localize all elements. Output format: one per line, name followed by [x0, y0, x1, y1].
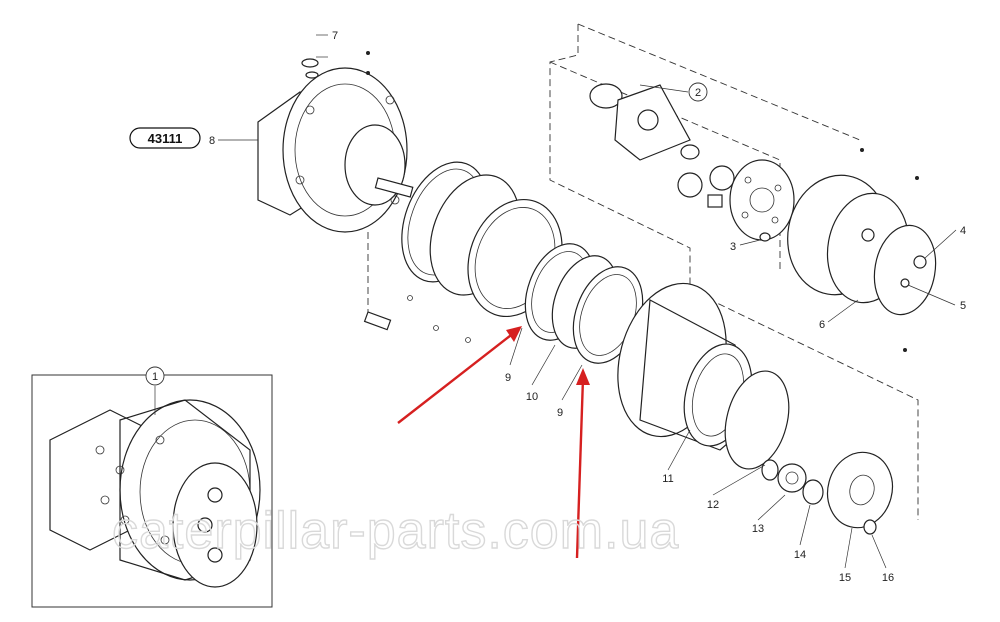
label-4: 4: [960, 225, 966, 237]
label-9-left: 9: [505, 372, 511, 384]
arrow-head-left: [506, 326, 522, 342]
motor-housing: [257, 67, 414, 233]
label-8: 8: [209, 135, 215, 147]
assembly-boundary-right: [549, 24, 919, 520]
leader-lines: [154, 34, 957, 569]
assembled-drive-unit: [49, 399, 261, 588]
label-14: 14: [794, 549, 806, 561]
label-10: 10: [526, 391, 538, 403]
red-arrow-down: [575, 377, 585, 559]
gear-and-washer-parts: [761, 451, 894, 535]
label-13: 13: [752, 523, 764, 535]
label-7: 7: [332, 30, 338, 42]
label-16: 16: [882, 572, 894, 584]
hub: [617, 282, 790, 470]
assembly-ref-badge: [129, 127, 201, 149]
end-cover: [787, 148, 937, 352]
label-2: 2: [695, 87, 701, 99]
label-3: 3: [730, 241, 736, 253]
dowel-pin: [363, 295, 471, 343]
label-15: 15: [839, 572, 851, 584]
label-1: 1: [152, 371, 158, 383]
assembly-ref-number: 43111: [148, 131, 183, 146]
screw: [301, 51, 370, 79]
watermark: caterpillar-parts.com.ua: [112, 502, 679, 560]
callout-circle-1: [145, 366, 165, 386]
highlight-arrows: [397, 326, 590, 559]
assembly-boundary-top: [577, 23, 861, 141]
label-9-right: 9: [557, 407, 563, 419]
label-12: 12: [707, 499, 719, 511]
callout-circle-2: [688, 82, 708, 102]
arrow-head-down: [576, 368, 590, 385]
planetary-gear-set: [589, 83, 795, 242]
red-arrow-left: [397, 331, 516, 424]
label-6: 6: [819, 319, 825, 331]
label-5: 5: [960, 300, 966, 312]
label-11: 11: [662, 473, 673, 485]
